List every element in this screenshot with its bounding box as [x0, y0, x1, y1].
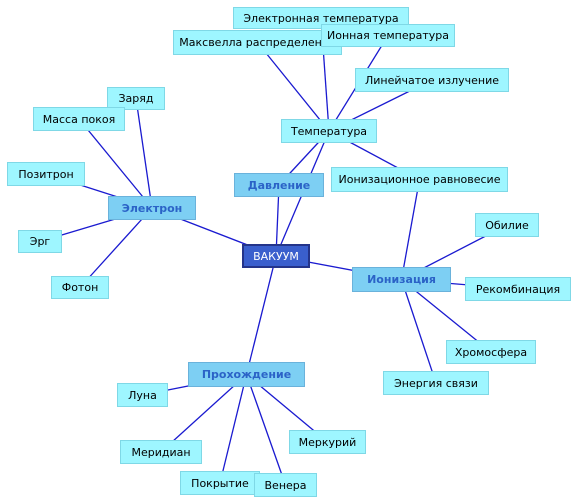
link-electron-charge: [135, 98, 153, 209]
leaf-node-temperature[interactable]: Температура: [281, 119, 377, 143]
link-passage-venus: [245, 374, 287, 486]
leaf-node-electron-temperature[interactable]: Электронная температура: [233, 7, 409, 29]
leaf-node-maxwell-distribution[interactable]: Максвелла распределение: [173, 30, 342, 55]
link-ionization-ionization_equilibrium: [400, 179, 421, 280]
leaf-node-rest-mass[interactable]: Масса покоя: [33, 107, 125, 131]
leaf-node-ionization-equilibrium[interactable]: Ионизационное равновесие: [331, 167, 508, 192]
central-node[interactable]: ВАКУУМ: [242, 244, 310, 268]
leaf-node-covering[interactable]: Покрытие: [180, 471, 260, 495]
link-passage-meridian: [160, 374, 247, 453]
leaf-node-abundance[interactable]: Обилие: [475, 213, 539, 237]
leaf-node-venus[interactable]: Венера: [254, 473, 317, 497]
link-passage-covering: [219, 374, 248, 484]
leaf-node-recombination[interactable]: Рекомбинация: [465, 277, 571, 301]
category-node-passage[interactable]: Прохождение: [188, 362, 305, 387]
leaf-node-mercury[interactable]: Меркурий: [289, 430, 366, 454]
leaf-node-binding-energy[interactable]: Энергия связи: [383, 371, 489, 395]
leaf-node-photon[interactable]: Фотон: [51, 276, 109, 299]
category-node-pressure[interactable]: Давление: [234, 173, 324, 197]
link-ionization-binding_energy: [400, 279, 437, 384]
leaf-node-line-emission[interactable]: Линейчатое излучение: [355, 68, 509, 92]
leaf-node-charge[interactable]: Заряд: [107, 87, 165, 110]
leaf-node-moon[interactable]: Луна: [117, 383, 168, 407]
link-temperature-maxwell_distribution: [256, 42, 330, 132]
category-node-ionization[interactable]: Ионизация: [352, 267, 451, 292]
link-electron-rest_mass: [78, 118, 153, 209]
leaf-node-meridian[interactable]: Меридиан: [120, 440, 202, 464]
leaf-node-erg[interactable]: Эрг: [18, 230, 62, 253]
leaf-node-positron[interactable]: Позитрон: [7, 162, 85, 186]
link-central-passage: [245, 255, 277, 375]
leaf-node-ion-temperature[interactable]: Ионная температура: [321, 24, 455, 47]
leaf-node-chromosphere[interactable]: Хромосфера: [446, 340, 536, 364]
link-electron-photon: [79, 207, 153, 288]
category-node-electron[interactable]: Электрон: [108, 196, 196, 220]
